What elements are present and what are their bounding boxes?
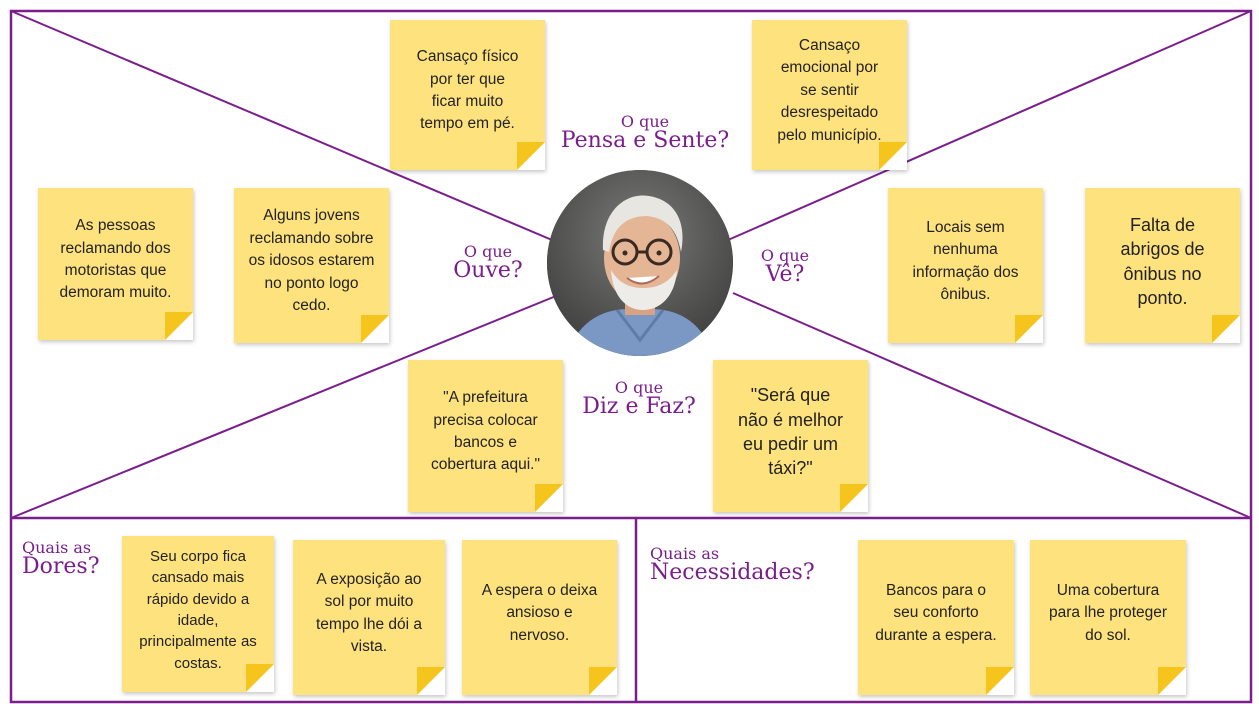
label-diz-faz-small: O que [614,378,664,397]
elderly-man-portrait-icon [547,170,733,356]
note-dores-2-text: A exposição ao sol por muito tempo lhe d… [316,570,422,655]
note-fold [986,667,1014,695]
label-ouve: O que Ouve? [438,244,538,282]
label-pensa-sente-small: O que [620,112,670,131]
note-fold [517,142,545,170]
note-ouve-2-text: Alguns jovens reclamando sobre os idosos… [248,207,375,315]
label-diz-faz-big: Diz e Faz? [582,394,696,419]
note-dores-2: A exposição ao sol por muito tempo lhe d… [293,540,445,695]
diagonal-top-left [10,10,553,241]
note-dores-3: A espera o deixa ansioso e nervoso. [462,540,617,695]
note-diz-2-text: "Será que não é melhor eu pedir um táxi?… [737,385,844,479]
label-pensa-sente-big: Pensa e Sente? [560,128,730,153]
note-ouve-1-text: As pessoas reclamando dos motoristas que… [59,217,172,302]
note-pensa-1-text: Cansaço físico por ter que ficar muito t… [416,48,519,133]
note-necessidades-2: Uma cobertura para lhe proteger do sol. [1030,540,1186,695]
note-fold [879,142,907,170]
note-fold [1158,667,1186,695]
note-ouve-2: Alguns jovens reclamando sobre os idosos… [234,188,389,343]
label-ve: O que Vê? [745,248,825,286]
label-ouve-big: Ouve? [453,258,523,283]
note-ve-1-text: Locais sem nenhuma informação dos ônibus… [912,218,1019,303]
label-ve-small: O que [760,246,810,265]
note-fold [165,312,193,340]
label-ve-big: Vê? [765,262,805,287]
note-fold [1212,315,1240,343]
note-ve-2: Falta de abrigos de ônibus no ponto. [1085,188,1240,343]
label-necessidades-big: Necessidades? [650,560,815,585]
note-ve-2-text: Falta de abrigos de ônibus no ponto. [1120,214,1205,308]
note-pensa-1: Cansaço físico por ter que ficar muito t… [390,20,545,170]
label-necessidades: Quais as Necessidades? [650,546,815,584]
note-diz-1-text: "A prefeitura precisa colocar bancos e c… [431,389,540,474]
note-pensa-2-text: Cansaço emocional por se sentir desrespe… [777,36,882,144]
note-fold [840,484,868,512]
note-diz-1: "A prefeitura precisa colocar bancos e c… [408,360,563,512]
label-pensa-sente: O que Pensa e Sente? [560,114,730,152]
note-fold [535,484,563,512]
note-fold [417,667,445,695]
note-dores-1-text: Seu corpo fica cansado mais rápido devid… [139,548,257,672]
note-fold [246,664,274,692]
diagonal-top-right [727,10,1252,241]
persona-avatar [547,170,733,356]
note-diz-2: "Será que não é melhor eu pedir um táxi?… [713,360,868,512]
note-necessidades-1: Bancos para o seu conforto durante a esp… [858,540,1014,695]
label-dores: Quais as Dores? [22,540,100,578]
note-fold [589,667,617,695]
note-ve-1: Locais sem nenhuma informação dos ônibus… [888,188,1043,343]
note-necessidades-2-text: Uma cobertura para lhe proteger do sol. [1048,581,1168,644]
label-ouve-small: O que [463,242,513,261]
note-ouve-1: As pessoas reclamando dos motoristas que… [38,188,193,340]
note-fold [1015,315,1043,343]
outer-border [9,9,1253,704]
label-dores-big: Dores? [22,554,100,579]
label-dores-small: Quais as [22,538,92,557]
label-necessidades-small: Quais as [650,544,720,563]
note-pensa-2: Cansaço emocional por se sentir desrespe… [752,20,907,170]
note-dores-3-text: A espera o deixa ansioso e nervoso. [481,581,598,644]
note-necessidades-1-text: Bancos para o seu conforto durante a esp… [875,581,997,644]
note-fold [361,315,389,343]
diagonal-bottom-right [732,292,1252,519]
note-dores-1: Seu corpo fica cansado mais rápido devid… [122,536,274,692]
label-diz-faz: O que Diz e Faz? [574,380,704,418]
diagonal-bottom-left [10,295,557,519]
